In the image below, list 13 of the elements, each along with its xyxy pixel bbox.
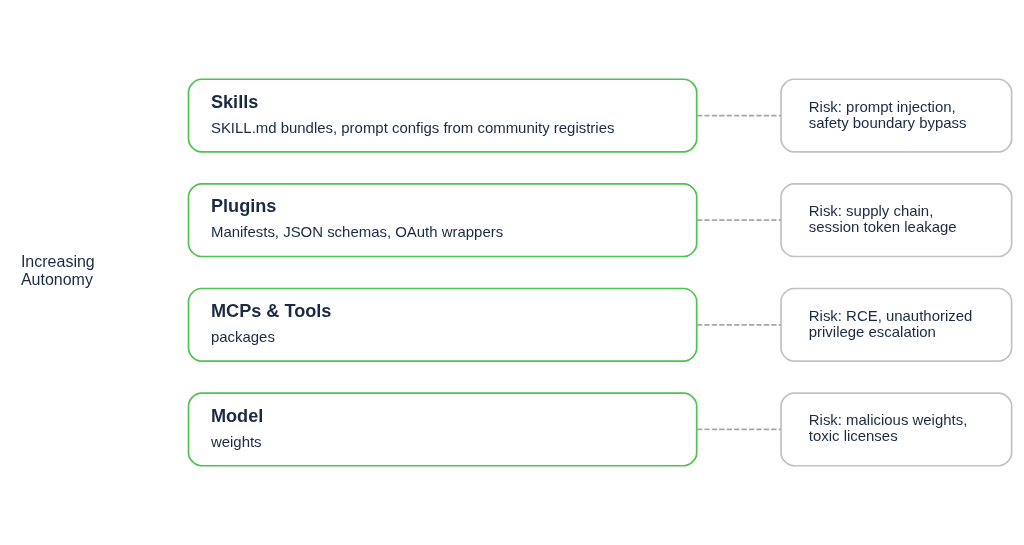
node-box: Plugins Manifests, JSON schemas, OAuth wrappers	[187, 183, 698, 258]
connector	[695, 428, 782, 431]
node-box: Model weights	[187, 392, 698, 467]
node-box: Skills SKILL.md bundles, prompt configs from community registries	[187, 78, 698, 153]
node-box: Risk: malicious weights, toxic licenses	[780, 392, 1013, 467]
label: Increasing Autonomy	[20, 253, 95, 289]
node-box: MCPs & Tools packages	[187, 287, 698, 362]
node-box: Risk: RCE, unauthorized privilege escalation	[780, 287, 1013, 362]
connector	[695, 323, 782, 326]
connector	[695, 114, 782, 117]
node-box: Risk: prompt injection, safety boundary bypass	[780, 78, 1013, 153]
node-box: Risk: supply chain, session token leakage	[780, 183, 1013, 258]
connector	[695, 219, 782, 222]
